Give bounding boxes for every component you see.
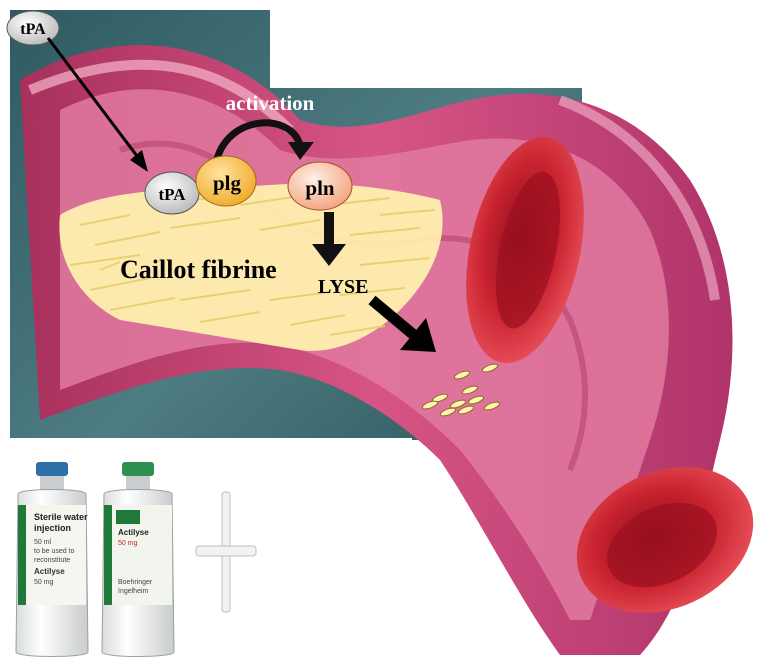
- lyse-label: LYSE: [318, 276, 368, 298]
- vial-water-line6: Actilyse: [34, 567, 65, 576]
- tpa-bound-label: tPA: [158, 185, 186, 204]
- vial-water-line2: injection: [34, 523, 71, 533]
- vial-sterile-water: Sterile water injection 50 ml to be used…: [16, 462, 88, 657]
- vial-water-line7: 50 mg: [34, 579, 54, 586]
- clot-label: Caillot fibrine: [120, 255, 277, 284]
- vial-water-line4: to be used to: [34, 548, 75, 555]
- pln-down-arrow-shaft: [324, 212, 334, 248]
- vial-water-line5: reconstitute: [34, 557, 70, 564]
- vial-water-line3: 50 ml: [34, 539, 52, 546]
- vial-drug-line3: Boehringer: [118, 579, 153, 586]
- vial-drug-line1: Actilyse: [118, 528, 149, 537]
- tpa-top-label: tPA: [20, 21, 46, 38]
- vial-drug-line4: Ingelheim: [118, 588, 149, 595]
- pln-label: pln: [305, 176, 335, 200]
- tpa-bound-node: tPA: [145, 172, 199, 214]
- plg-label: plg: [213, 171, 242, 195]
- vial-drug-line2: 50 mg: [118, 540, 138, 547]
- vial-actilyse: Actilyse 50 mg Boehringer Ingelheim: [102, 462, 174, 657]
- activation-label: activation: [226, 91, 315, 115]
- vial-water-line1: Sterile water: [34, 512, 88, 522]
- plg-node: plg: [196, 156, 256, 206]
- pln-node: pln: [288, 162, 352, 210]
